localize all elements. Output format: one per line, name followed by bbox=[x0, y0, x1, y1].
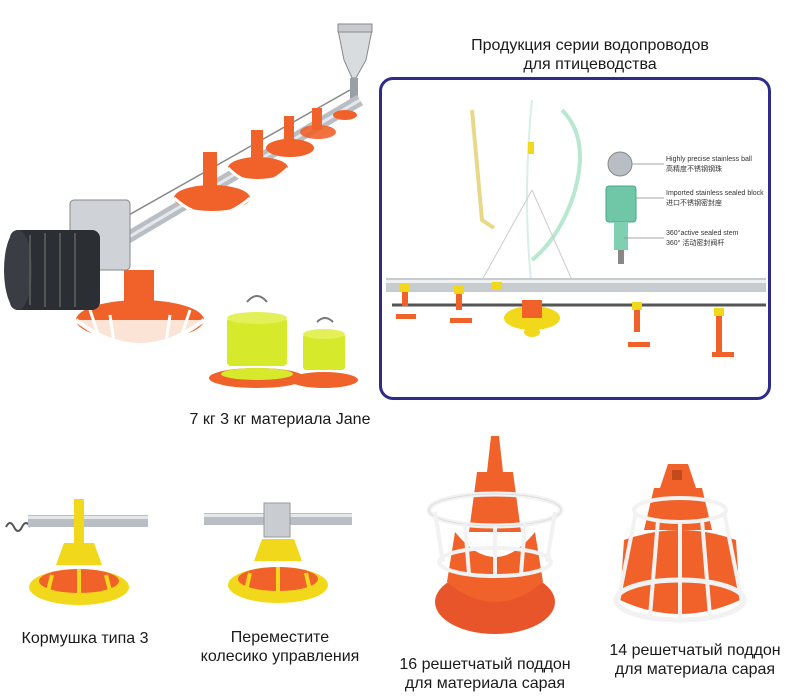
caption-jane: 7 кг 3 кг материала Jane bbox=[189, 411, 371, 428]
caption-pan16-line2: для материала сарая bbox=[404, 675, 566, 692]
jane-feeders-illustration bbox=[209, 295, 358, 388]
stem-label-en: 360°active sealed stem bbox=[666, 230, 739, 237]
ball-label-cn: 高精度不锈钢钢珠 bbox=[666, 166, 722, 173]
sealed-stem-icon bbox=[618, 250, 624, 264]
control-wheel-feeder-illustration bbox=[204, 502, 352, 603]
section-title-line1: Продукция серии водопроводов bbox=[471, 37, 709, 54]
feeder-type3-illustration bbox=[5, 499, 148, 605]
block-label-cn: 进口不锈钢密封座 bbox=[666, 200, 722, 207]
pan14-illustration bbox=[613, 464, 747, 623]
motor-gearbox bbox=[4, 199, 131, 310]
block-label-en: Imported stainless sealed block bbox=[666, 190, 764, 197]
caption-control-wheel-line2: колесико управления bbox=[200, 648, 360, 665]
section-title-line2: для птицеводства bbox=[523, 56, 657, 73]
drinker-line-frame: Highly precise stainless ball 高精度不锈钢钢珠 I… bbox=[379, 77, 771, 400]
caption-pan14-line1: 14 решетчатый поддон bbox=[609, 642, 781, 659]
stainless-ball-icon bbox=[607, 151, 633, 177]
feed-line-illustration bbox=[4, 23, 373, 351]
ball-label-en: Highly precise stainless ball bbox=[666, 156, 752, 163]
feeder-row bbox=[74, 108, 357, 351]
caption-feeder-type3: Кормушка типа 3 bbox=[21, 630, 149, 647]
caption-pan14-line2: для материала сарая bbox=[614, 661, 776, 678]
caption-pan16-line1: 16 решетчатый поддон bbox=[399, 656, 571, 673]
sealed-block-icon bbox=[605, 185, 637, 223]
drinker-line-illustration bbox=[386, 99, 766, 357]
caption-control-wheel-line1: Переместите bbox=[230, 629, 330, 646]
pan16-illustration bbox=[426, 436, 564, 634]
stem-label-cn: 360° 活动密封阀杆 bbox=[666, 240, 725, 247]
